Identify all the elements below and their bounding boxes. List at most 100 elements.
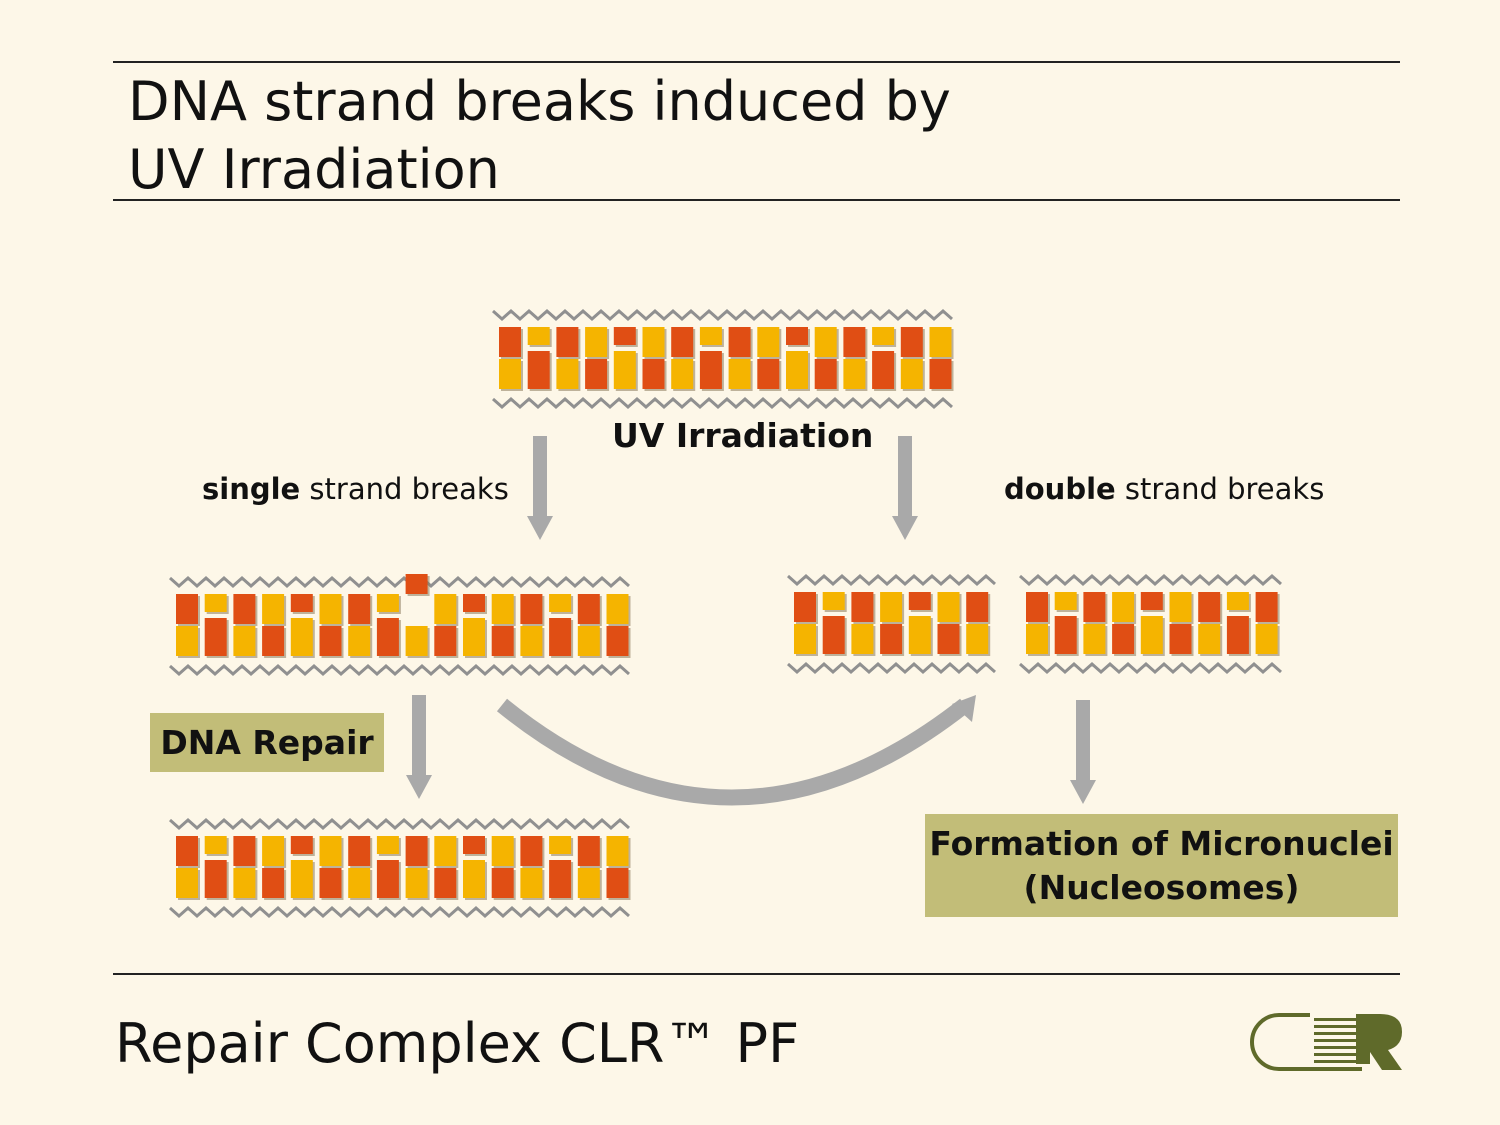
dna-base <box>319 594 342 624</box>
dna-base <box>176 868 198 898</box>
dna-base <box>434 868 457 898</box>
title-top-rule <box>113 61 1400 63</box>
dna-base <box>434 836 457 866</box>
arrow-to-single-strand <box>527 436 553 540</box>
dna-base <box>1226 592 1249 610</box>
dna-base <box>606 594 629 624</box>
dna-base <box>577 626 600 656</box>
single-strand-breaks-label: single strand breaks <box>202 472 509 506</box>
page-title: DNA strand breaks induced by UV Irradiat… <box>128 68 951 204</box>
dna-base <box>204 594 227 612</box>
dna-backbone <box>492 308 953 322</box>
dna-base <box>908 616 931 654</box>
dna-base <box>757 327 780 357</box>
dna-base <box>405 868 428 898</box>
dna-repaired <box>169 817 631 919</box>
dna-backbone <box>169 663 630 677</box>
dna-base <box>176 626 198 656</box>
dna-base <box>1083 624 1106 654</box>
dna-base <box>176 836 198 866</box>
title-line-2: UV Irradiation <box>128 138 500 201</box>
dna-base <box>822 592 845 610</box>
dna-base <box>1255 624 1278 654</box>
dna-base <box>1198 592 1221 622</box>
dna-base <box>1112 592 1135 622</box>
dna-backbone <box>169 817 630 831</box>
dna-base <box>606 836 629 866</box>
dna-base <box>520 594 543 624</box>
dna-base <box>348 836 371 866</box>
dna-base <box>872 351 895 389</box>
dna-base <box>463 618 485 656</box>
dna-base <box>290 860 313 898</box>
dna-base <box>794 624 816 654</box>
dna-repair-box: DNA Repair <box>150 713 384 772</box>
dna-backbone <box>1019 661 1282 675</box>
dna-base <box>642 359 665 389</box>
dna-base <box>405 574 428 594</box>
micronuclei-line-1: Formation of Micronuclei <box>929 824 1394 863</box>
dna-base <box>491 836 514 866</box>
dna-base <box>872 327 895 345</box>
dna-base <box>262 594 285 624</box>
dna-base <box>434 594 457 624</box>
uv-irradiation-label: UV Irradiation <box>612 416 874 455</box>
dna-base <box>434 626 457 656</box>
dna-base <box>527 351 550 389</box>
dna-base <box>376 618 399 656</box>
dna-base <box>851 624 874 654</box>
dna-base <box>577 594 600 624</box>
dna-base <box>606 626 629 656</box>
dna-base <box>642 327 665 357</box>
dna-base <box>463 594 485 612</box>
dna-base <box>577 836 600 866</box>
dna-base <box>577 868 600 898</box>
dna-base <box>233 836 256 866</box>
dna-base <box>814 327 837 357</box>
dna-base <box>348 868 371 898</box>
title-line-1: DNA strand breaks induced by <box>128 70 951 133</box>
dna-base <box>204 860 227 898</box>
dna-base <box>176 594 198 624</box>
dna-base <box>463 860 485 898</box>
dna-base <box>233 594 256 624</box>
arrow-to-micronuclei <box>1070 700 1096 804</box>
dna-backbone <box>492 396 953 410</box>
dna-single-break <box>169 574 631 677</box>
dna-base <box>671 359 694 389</box>
dna-base <box>786 351 808 389</box>
dna-base <box>1112 624 1135 654</box>
dna-base <box>929 327 952 357</box>
dna-base <box>204 836 227 854</box>
dna-base <box>262 836 285 866</box>
double-strand-bold: double <box>1004 472 1116 506</box>
dna-double-break-left <box>787 573 996 675</box>
dna-base <box>937 624 960 654</box>
dna-base <box>880 592 903 622</box>
dna-base <box>491 594 514 624</box>
dna-base <box>491 626 514 656</box>
dna-base <box>699 351 722 389</box>
single-strand-bold: single <box>202 472 301 506</box>
dna-base <box>585 327 608 357</box>
double-strand-rest: strand breaks <box>1115 472 1325 506</box>
dna-base <box>549 618 572 656</box>
dna-base <box>290 594 313 612</box>
dna-base <box>794 592 816 622</box>
dna-base <box>908 592 931 610</box>
dna-base <box>786 327 808 345</box>
dna-base <box>822 616 845 654</box>
dna-base <box>1054 592 1077 610</box>
dna-base <box>319 836 342 866</box>
dna-base <box>1140 592 1163 610</box>
dna-base <box>499 327 521 357</box>
dna-backbone <box>1019 573 1282 587</box>
dna-base <box>556 359 579 389</box>
dna-base <box>699 327 722 345</box>
dna-base <box>966 592 989 622</box>
dna-base <box>520 626 543 656</box>
dna-intact-top <box>492 308 954 410</box>
dna-base <box>319 626 342 656</box>
dna-base <box>606 868 629 898</box>
company-logo-icon <box>1250 1013 1402 1071</box>
